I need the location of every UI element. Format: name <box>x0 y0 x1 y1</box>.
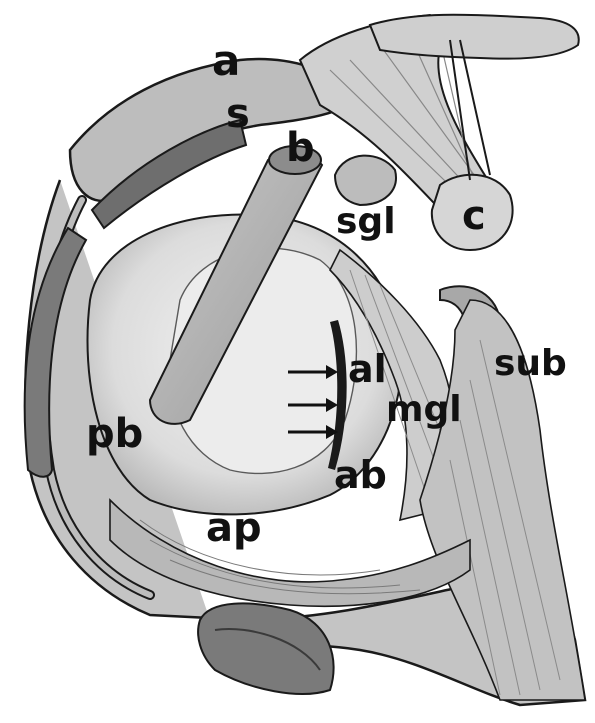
label-sgl: sgl <box>336 201 396 242</box>
coracoid <box>430 173 514 252</box>
label-al: al <box>348 347 387 391</box>
label-ap: ap <box>206 505 262 551</box>
pointer-arrow <box>288 398 338 412</box>
label-ab: ab <box>334 453 387 497</box>
pointer-arrows <box>288 365 338 439</box>
left-muscle-strip <box>23 226 88 478</box>
anterior-pouch <box>109 498 471 608</box>
pointer-arrow <box>288 365 338 379</box>
bottom-cut-tendon <box>197 602 335 695</box>
pointer-arrow <box>288 425 338 439</box>
anterior-labrum-tear <box>328 320 347 470</box>
label-mgl: mgl <box>386 389 462 430</box>
label-b: b <box>286 125 315 171</box>
clavicle <box>368 13 580 60</box>
label-a: a <box>212 36 241 85</box>
label-c: c <box>462 193 486 239</box>
label-pb: pb <box>86 411 144 457</box>
label-sub: sub <box>494 343 567 384</box>
label-s: s <box>226 91 250 137</box>
supraspinatus-cut <box>90 118 248 230</box>
